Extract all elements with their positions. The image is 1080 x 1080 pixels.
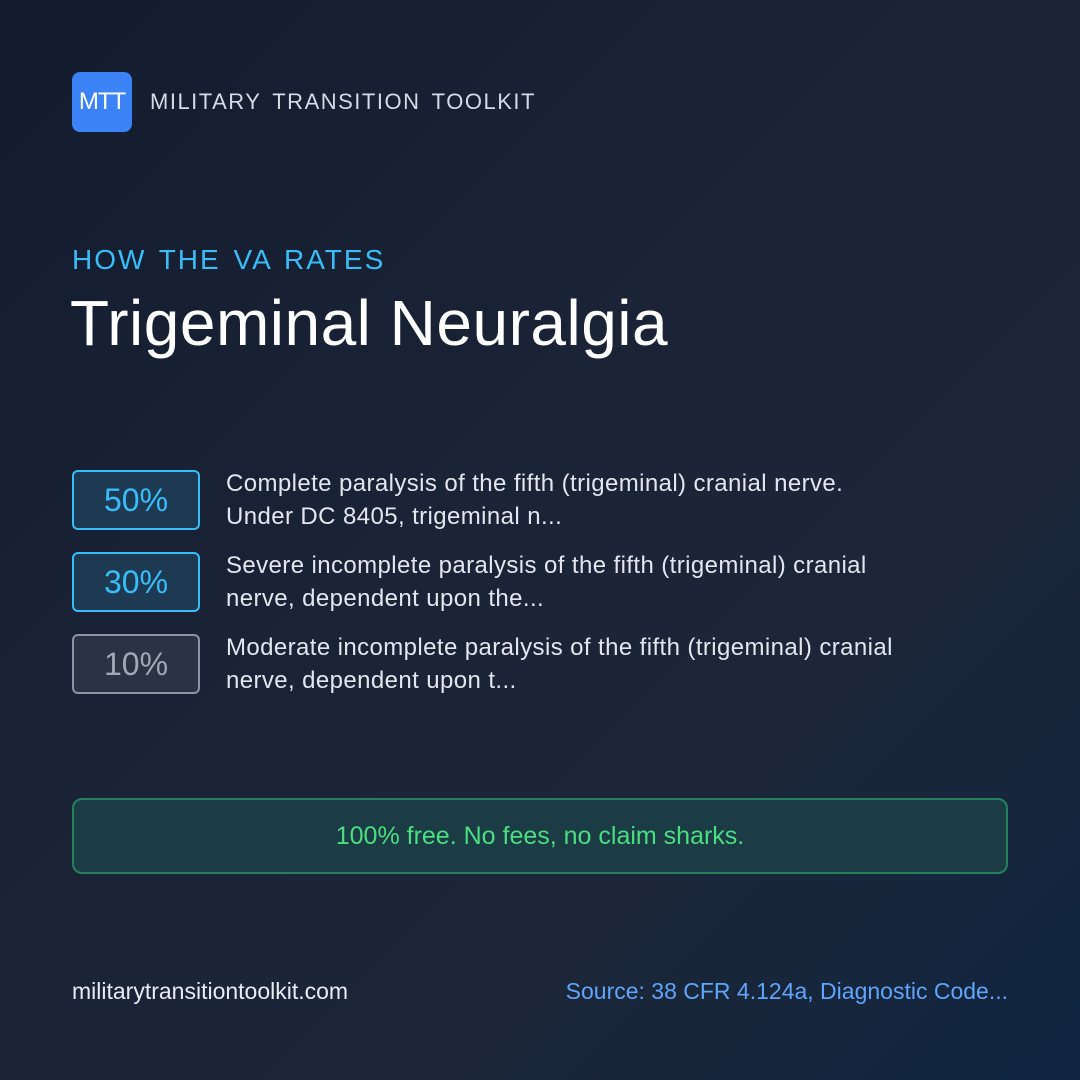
rating-description-line: nerve, dependent upon t... [226, 667, 517, 694]
rating-badge-30: 30% [72, 552, 200, 612]
free-banner: 100% free. No fees, no claim sharks. [72, 798, 1008, 874]
rating-description-line: Severe incomplete paralysis of the fifth… [226, 552, 867, 579]
rating-description-line: nerve, dependent upon the... [226, 585, 545, 612]
section-eyebrow: HOW THE VA RATES [72, 244, 386, 275]
rating-badge-50: 50% [72, 470, 200, 530]
rating-description-line: Moderate incomplete paralysis of the fif… [226, 634, 893, 661]
page-title: Trigeminal Neuralgia [70, 287, 669, 359]
rating-badge-10: 10% [72, 634, 200, 694]
rating-description-10: Moderate incomplete paralysis of the fif… [226, 631, 893, 697]
rating-row-10: 10% Moderate incomplete paralysis of the… [72, 632, 1008, 696]
rating-description-line: Complete paralysis of the fifth (trigemi… [226, 470, 844, 497]
rating-description-30: Severe incomplete paralysis of the fifth… [226, 549, 867, 615]
rating-row-30: 30% Severe incomplete paralysis of the f… [72, 550, 1008, 614]
brand-name: MILITARY TRANSITION TOOLKIT [150, 89, 536, 114]
footer-website: militarytransitiontoolkit.com [72, 978, 349, 1004]
rating-description-line: Under DC 8405, trigeminal n... [226, 503, 563, 530]
rating-row-50: 50% Complete paralysis of the fifth (tri… [72, 468, 1008, 532]
ratings-list: 50% Complete paralysis of the fifth (tri… [72, 468, 1008, 714]
footer-source: Source: 38 CFR 4.124a, Diagnostic Code..… [565, 978, 1008, 1004]
rating-description-50: Complete paralysis of the fifth (trigemi… [226, 467, 843, 533]
brand-logo: MTT [72, 72, 132, 132]
brand-header: MTT MILITARY TRANSITION TOOLKIT [72, 72, 536, 132]
